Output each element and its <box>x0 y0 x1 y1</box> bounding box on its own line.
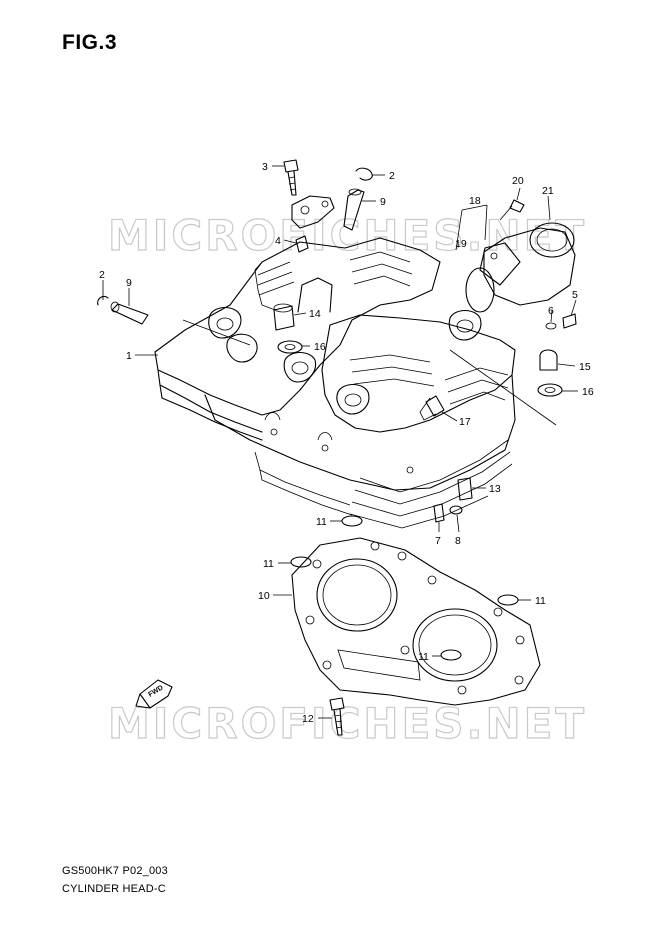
pin-part-4 <box>295 235 309 253</box>
callout-7: 7 <box>435 535 441 547</box>
washer-part-8 <box>449 505 463 515</box>
washer-part-16-left <box>277 340 303 354</box>
dowel-part-11-a <box>341 515 363 527</box>
intake-pipe-assembly <box>479 222 576 306</box>
figure-caption: CYLINDER HEAD-C <box>62 883 166 895</box>
dowel-part-11-b <box>290 556 312 568</box>
callout-4: 4 <box>275 235 281 247</box>
callout-19: 19 <box>455 238 467 250</box>
callout-11-d: 11 <box>418 651 429 663</box>
watermark-top: MICROFICHES.NET <box>108 211 587 260</box>
screw-part-20 <box>499 199 525 221</box>
watermark-bottom: MICROFICHES.NET <box>108 699 587 748</box>
callout-16-right: 16 <box>582 386 594 398</box>
callout-5: 5 <box>572 289 578 301</box>
callout-10: 10 <box>258 590 270 602</box>
washer-part-16-right <box>537 383 563 397</box>
washer-part-6 <box>545 322 557 330</box>
screw-part-7 <box>433 503 445 523</box>
callout-13: 13 <box>489 483 501 495</box>
bolt-part-5 <box>562 313 577 329</box>
callout-11-b: 11 <box>263 558 274 570</box>
callout-21: 21 <box>542 185 554 197</box>
callout-2-top: 2 <box>389 170 395 182</box>
bolt-part-3 <box>283 159 299 196</box>
figure-title: FIG.3 <box>62 31 118 54</box>
sleeve-part-9-top <box>343 188 365 231</box>
head-gasket-part-10 <box>291 537 541 706</box>
callout-16-left: 16 <box>314 341 326 353</box>
spark-plug-part-17 <box>419 395 445 421</box>
callout-2-left: 2 <box>99 269 105 281</box>
callout-17: 17 <box>459 416 471 428</box>
callout-14: 14 <box>309 308 321 320</box>
cap-nut-part-15 <box>539 349 558 371</box>
callout-9-left: 9 <box>126 277 132 289</box>
callout-1: 1 <box>126 350 132 362</box>
callout-20: 20 <box>512 175 524 187</box>
cylinder-head <box>154 237 516 529</box>
callout-8: 8 <box>455 535 461 547</box>
callout-18: 18 <box>469 195 481 207</box>
callout-11-c: 11 <box>535 595 546 607</box>
callout-3: 3 <box>262 161 268 173</box>
dowel-part-11-d <box>440 649 462 661</box>
callout-11-a: 11 <box>316 516 327 528</box>
clip-part-2-top <box>355 167 373 181</box>
callout-9-top: 9 <box>380 196 386 208</box>
callout-6: 6 <box>548 305 554 317</box>
cap-part-13 <box>457 477 473 501</box>
cap-nut-part-14 <box>273 303 295 331</box>
clip-part-2-left <box>97 295 109 306</box>
sleeve-part-9-left <box>110 301 149 325</box>
bolt-part-12 <box>329 697 345 736</box>
dowel-part-11-c <box>497 594 519 606</box>
callout-12: 12 <box>302 713 314 725</box>
figure-code: GS500HK7 P02_003 <box>62 865 168 877</box>
o-ring-part-19 <box>465 267 495 313</box>
bracket <box>291 195 335 229</box>
callout-15: 15 <box>579 361 591 373</box>
callout-numbers: 3 2 9 4 2 9 1 14 16 18 19 20 21 5 6 15 1… <box>99 161 594 725</box>
leader-lines <box>102 165 578 719</box>
